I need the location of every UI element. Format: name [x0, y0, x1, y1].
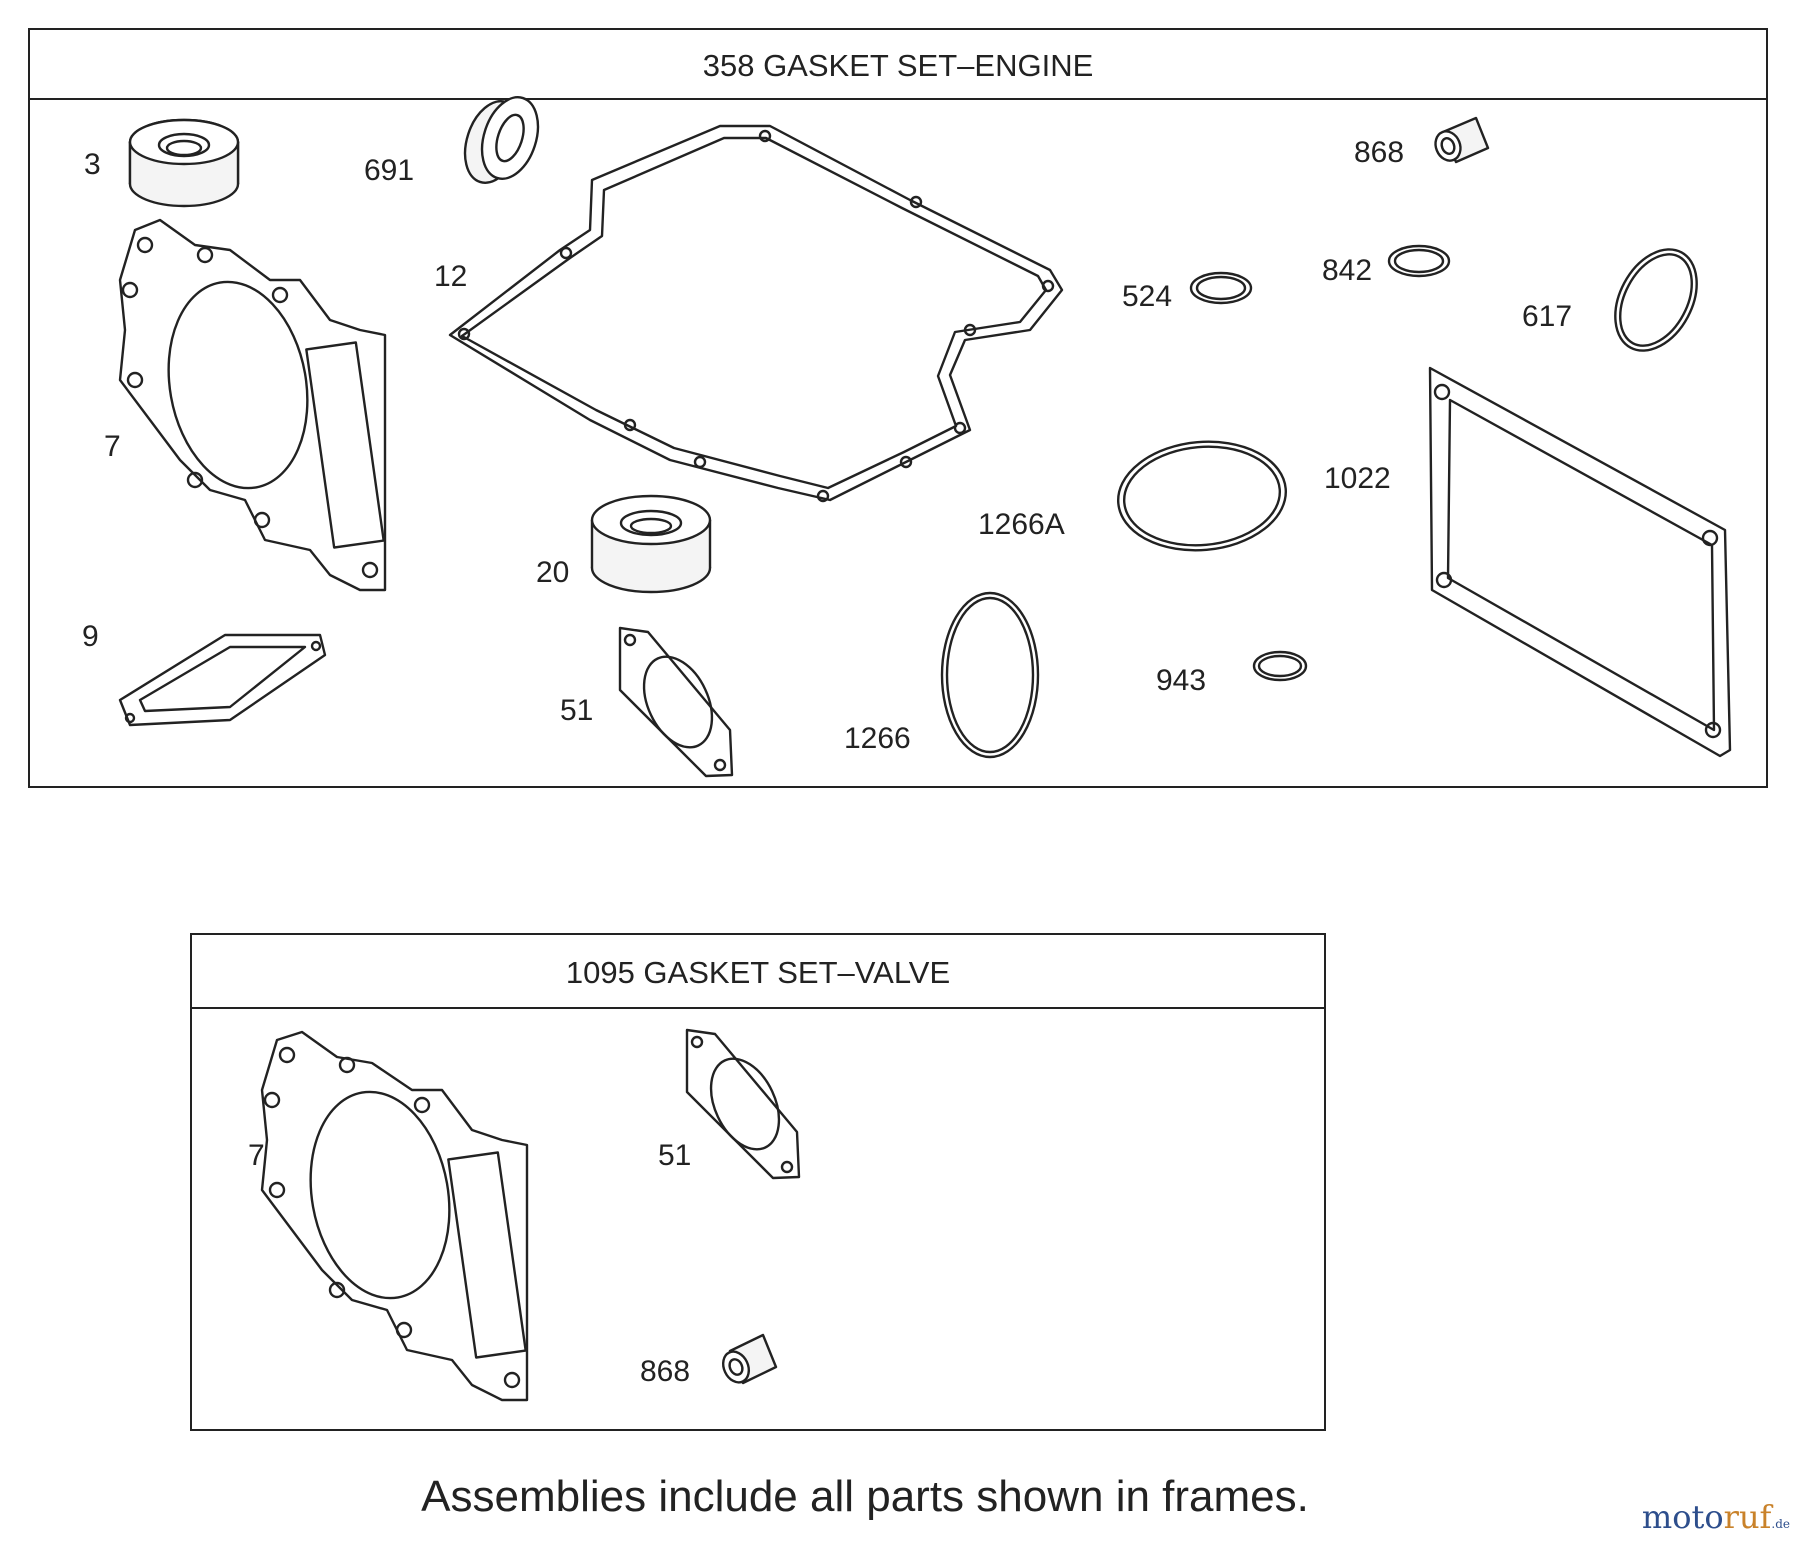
part-691-oil-seal	[463, 96, 540, 184]
label-part-7: 7	[104, 430, 121, 463]
part-842-o-ring	[1387, 244, 1451, 278]
part-12-crankcase-gasket	[448, 124, 1064, 503]
part-868-valve-seal	[721, 1333, 778, 1385]
part-3-oil-seal	[128, 118, 240, 208]
part-1022-valve-cover-gasket	[1428, 366, 1732, 758]
part-7-cylinder-head-gasket	[260, 1030, 529, 1402]
label-part-1266: 1266	[844, 722, 911, 755]
valve-frame-title: 1095 GASKET SET–VALVE	[192, 935, 1324, 1009]
part-617-o-ring	[1614, 248, 1698, 352]
engine-gasket-set-frame: 358 GASKET SET–ENGINE	[28, 28, 1768, 788]
part-943-o-ring	[1252, 650, 1308, 682]
assemblies-note: Assemblies include all parts shown in fr…	[421, 1472, 1309, 1521]
label-part-9: 9	[82, 620, 99, 653]
logo-accent: ruf	[1723, 1498, 1772, 1536]
label-part-691: 691	[364, 154, 415, 187]
logo-main: moto	[1641, 1498, 1724, 1536]
part-1266a-o-ring	[1116, 440, 1288, 552]
valve-gasket-set-frame: 1095 GASKET SET–VALVE 7 51 868	[190, 933, 1326, 1431]
label-part-617: 617	[1522, 300, 1573, 333]
label-part-868: 868	[1354, 136, 1405, 169]
part-868-valve-seal	[1434, 116, 1490, 164]
label-part-51: 51	[560, 694, 594, 727]
part-51-intake-gasket	[685, 1028, 801, 1180]
label-part-842: 842	[1322, 254, 1373, 287]
label-part-1266a: 1266A	[978, 508, 1065, 541]
label-part-524: 524	[1122, 280, 1173, 313]
valve-parts-drawing	[260, 1028, 801, 1402]
part-7-cylinder-head-gasket	[118, 218, 387, 592]
part-524-o-ring	[1189, 271, 1253, 305]
part-1266-o-ring	[940, 591, 1040, 759]
label-part-51: 51	[658, 1139, 692, 1172]
label-part-1022: 1022	[1324, 462, 1391, 495]
label-part-3: 3	[84, 148, 101, 181]
engine-frame-title: 358 GASKET SET–ENGINE	[30, 30, 1766, 100]
label-part-943: 943	[1156, 664, 1207, 697]
logo-suffix: .de	[1771, 1517, 1790, 1531]
label-part-20: 20	[536, 556, 570, 589]
motoruf-logo[interactable]: motoruf.de	[1642, 1498, 1790, 1536]
label-part-12: 12	[434, 260, 468, 293]
part-51-intake-gasket	[618, 626, 734, 778]
engine-parts-drawing	[118, 96, 1732, 778]
label-part-7: 7	[248, 1139, 265, 1172]
part-20-oil-seal	[590, 494, 712, 594]
label-part-868: 868	[640, 1355, 691, 1388]
part-9-gasket	[118, 633, 327, 727]
